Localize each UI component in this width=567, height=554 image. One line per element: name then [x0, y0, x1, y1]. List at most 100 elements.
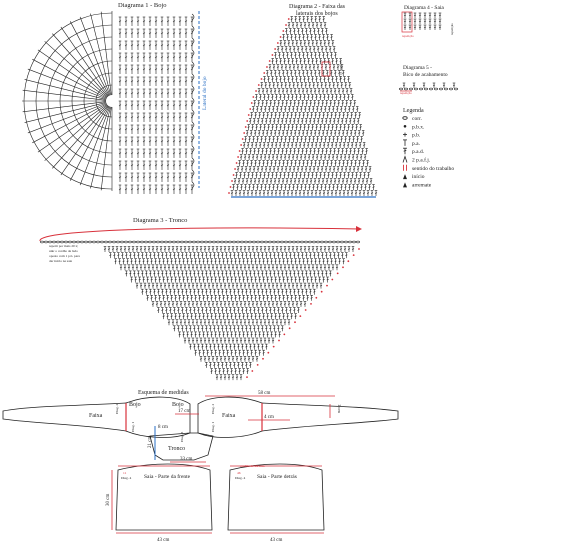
faixa-stitch-bar	[330, 54, 333, 56]
bojo-stitch-bar	[148, 188, 152, 191]
tronco-stitch-bar	[327, 266, 331, 269]
tronco-stitch-bar	[147, 266, 151, 269]
bojo-stitch-bar	[124, 56, 128, 59]
faixa-stitch-bar	[251, 144, 254, 146]
faixa-stitch-bar	[311, 96, 314, 98]
bojo-stitch-bar	[160, 176, 164, 179]
faixa-stitch-bar	[282, 72, 285, 74]
tronco-stitch-bar	[158, 297, 161, 299]
faixa-stitch-bar	[310, 18, 313, 20]
tronco-chain	[144, 240, 148, 244]
faixa-stitch-bar	[335, 156, 339, 158]
tronco-stitch-bar	[254, 278, 257, 281]
faixa-stitch-bar	[304, 66, 308, 68]
tronco-stitch-bar	[342, 260, 345, 263]
faixa-stitch-bar	[247, 156, 251, 158]
faixa-stitch-bar	[343, 144, 346, 146]
tronco-stitch-bar	[279, 266, 283, 269]
faixa-stitch-bar	[319, 78, 322, 80]
faixa-stitch-bar	[252, 186, 255, 188]
tronco-stitch-bar	[174, 278, 177, 281]
saia-repeat-tag-2: repetição	[450, 23, 454, 35]
tronco-chain	[136, 240, 140, 244]
bojo-stitch-bar	[166, 68, 170, 71]
bojo-stitch-bar	[154, 140, 158, 143]
tronco-chain	[216, 240, 220, 244]
bojo-round	[71, 60, 113, 142]
tronco-stitch-bar	[117, 254, 120, 256]
tronco-stitch-bar	[227, 266, 231, 269]
bojo-edge-loop	[191, 145, 195, 153]
faixa-stitch-bar	[323, 174, 326, 176]
faixa-stitch-bar	[294, 162, 297, 164]
faixa-stitch-bar	[351, 144, 354, 146]
faixa-stitch-bar	[277, 90, 281, 92]
bojo-stitch-bar	[184, 152, 188, 155]
bojo-stitch-bar	[190, 92, 194, 95]
tronco-stitch-bar	[167, 248, 171, 250]
faixa-stitch-bar	[292, 84, 295, 86]
bojo-stitch-bar	[172, 20, 176, 23]
bojo-stitch-bar	[142, 164, 146, 167]
tronco-chain	[84, 240, 88, 244]
tronco-stitch-bar	[198, 278, 201, 281]
tronco-chain	[72, 240, 76, 244]
faixa-stitch-bar	[336, 66, 340, 68]
tronco-stitch-bar	[351, 248, 355, 250]
bojo-stitch-bar	[190, 44, 194, 47]
slip-stitch-dot-icon	[403, 125, 407, 128]
faixa-row-marker	[263, 72, 266, 74]
faixa-stitch-bar	[295, 174, 298, 176]
tronco-stitch-bar	[270, 278, 273, 281]
faixa-stitch-bar	[243, 156, 247, 158]
tronco-stitch-bar	[194, 260, 197, 263]
tronco-stitch-bar	[301, 254, 304, 256]
tronco-stitch-bar	[257, 254, 260, 256]
tronco-chain	[76, 240, 80, 244]
faixa-stitch-bar	[255, 156, 259, 158]
tronco-chain	[160, 240, 164, 244]
tronco-stitch-bar	[169, 254, 172, 256]
tronco-chain	[344, 240, 348, 244]
faixa-stitch-bar	[247, 174, 250, 176]
bojo-stitch-bar	[136, 44, 140, 47]
tronco-row-marker	[310, 303, 312, 305]
tronco-stitch-bar	[187, 321, 191, 324]
faixa-stitch-bar	[305, 90, 309, 92]
bojo-stitch-bar	[172, 80, 176, 83]
tronco-stitch-bar	[251, 303, 255, 305]
faixa-stitch-bar	[356, 186, 359, 188]
faixa-stitch-bar	[276, 108, 279, 110]
bojo-stitch-bar	[142, 32, 146, 35]
faixa-stitch-bar	[313, 30, 316, 32]
tronco-chain	[156, 240, 160, 244]
tronco-stitch-bar	[283, 266, 287, 269]
faixa-row-marker	[266, 66, 268, 68]
bico-chain	[413, 87, 418, 91]
faixa-stitch-bar	[307, 60, 310, 62]
faixa-stitch-bar	[334, 132, 337, 134]
faixa-stitch-bar	[338, 192, 342, 194]
tronco-chain	[212, 240, 216, 244]
tronco-chain	[188, 240, 192, 244]
faixa-stitch-bar	[312, 138, 315, 140]
faixa-stitch-bar	[300, 66, 304, 68]
faixa-stitch-bar	[284, 138, 287, 140]
tronco-stitch-bar	[193, 254, 196, 256]
tronco-stitch-bar	[242, 260, 245, 263]
faixa-stitch-bar	[293, 150, 296, 152]
faixa-stitch-bar	[288, 186, 291, 188]
faixa-stitch-bar	[308, 138, 311, 140]
tronco-stitch-bar	[322, 260, 325, 263]
tronco-chain	[200, 240, 204, 244]
faixa-stitch-bar	[331, 156, 335, 158]
tronco-stitch-bar	[165, 272, 168, 275]
bojo-stitch-bar	[124, 140, 128, 143]
faixa-stitch-bar	[309, 102, 312, 104]
faixa-stitch-bar	[334, 162, 337, 164]
bojo-stitch-bar	[142, 176, 146, 179]
tronco-stitch-bar	[255, 303, 259, 305]
faixa-stitch-bar	[347, 96, 350, 98]
faixa-stitch-bar	[286, 192, 290, 194]
faixa-stitch-bar	[349, 150, 352, 152]
